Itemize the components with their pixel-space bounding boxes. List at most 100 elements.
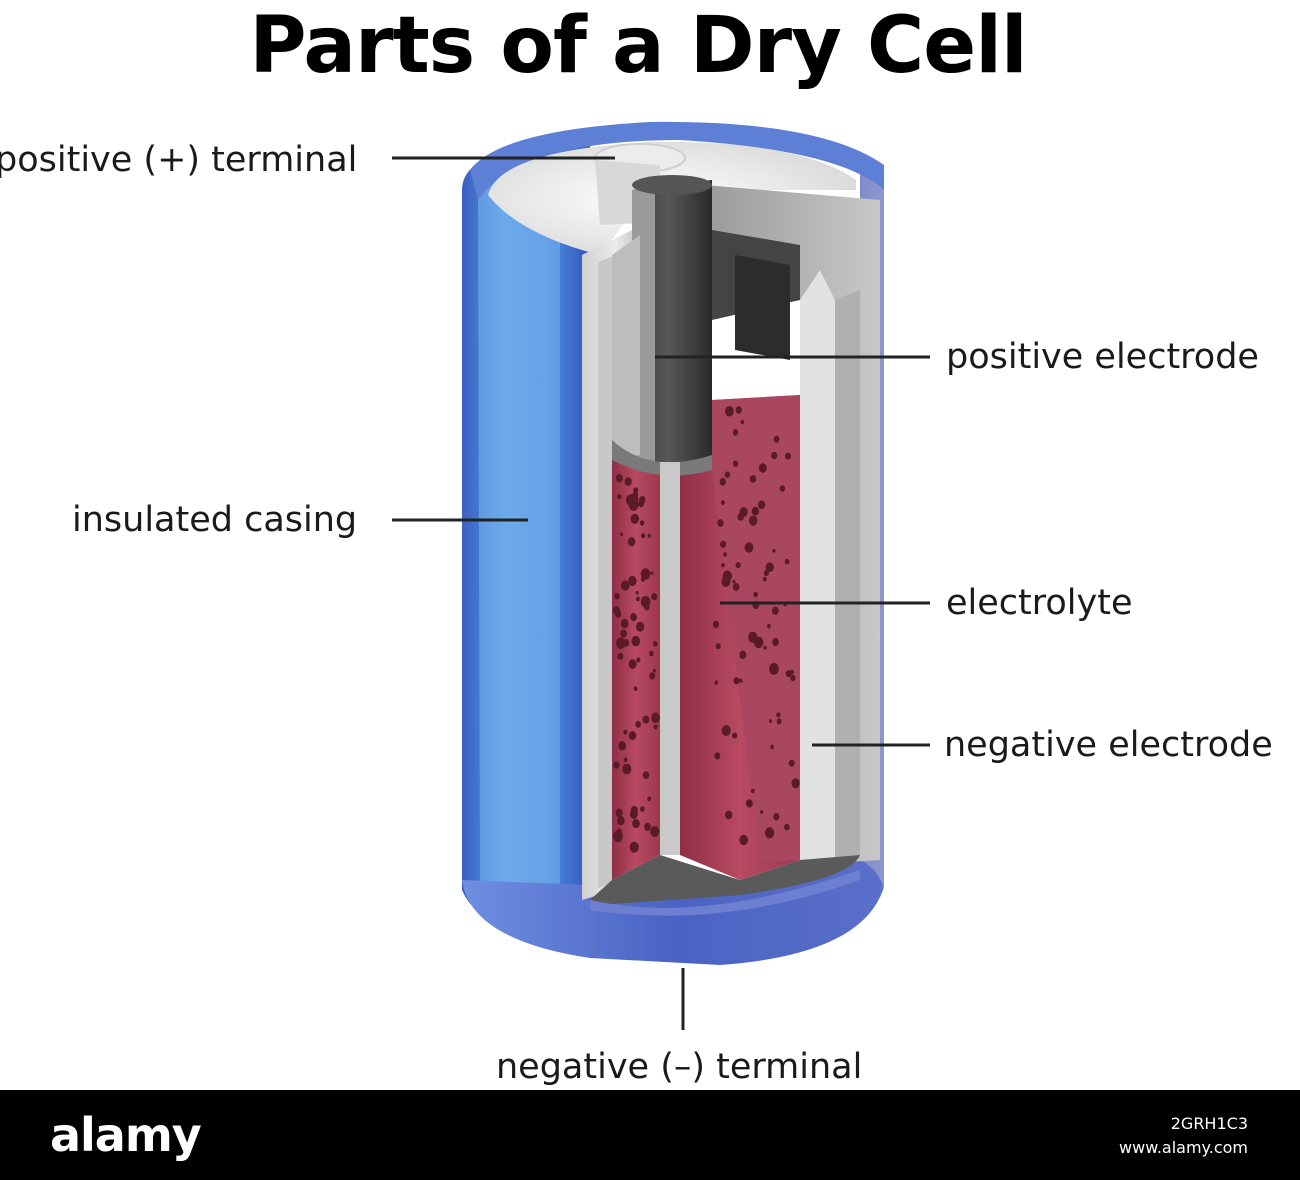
electrolyte-pore — [620, 532, 623, 536]
electrolyte-pore — [771, 451, 778, 460]
electrolyte-pore — [652, 668, 657, 673]
electrolyte-pore — [733, 460, 739, 467]
electrolyte-pore — [724, 471, 731, 478]
electrolyte-pore — [642, 771, 650, 779]
electrolyte-pore — [749, 475, 757, 483]
electrolyte-pore — [633, 686, 638, 691]
electrolyte-pore — [773, 813, 780, 821]
electrolyte-pore — [629, 841, 639, 853]
electrolyte-pore — [617, 494, 622, 500]
electrolyte-pore — [791, 778, 800, 789]
electrolyte-pore — [650, 571, 654, 575]
electrolyte-pore — [623, 729, 628, 735]
electrolyte-pore — [732, 583, 740, 591]
electrolyte-pore — [617, 652, 624, 660]
electrolyte-pore — [651, 593, 658, 601]
electrolyte-pore — [763, 576, 767, 582]
electrolyte-pore — [725, 810, 733, 820]
electrolyte-pore — [653, 724, 658, 730]
electrolyte-pore — [760, 810, 764, 814]
electrolyte-pore — [721, 563, 725, 568]
electrolyte-pore — [631, 638, 637, 645]
electrolyte-pore — [722, 570, 732, 582]
electrolyte-pore — [638, 500, 644, 508]
electrolyte-pore — [620, 629, 627, 638]
electrolyte-pore — [725, 406, 734, 417]
electrolyte-pore — [732, 429, 739, 436]
electrolyte-pore — [640, 568, 651, 580]
electrolyte-pore — [737, 512, 744, 521]
electrolyte-pore — [640, 533, 646, 539]
electrolyte-pore — [784, 823, 790, 831]
electrolyte-pore — [732, 579, 736, 584]
label-positive-electrode: positive electrode — [946, 337, 1259, 377]
electrolyte-pore — [628, 731, 637, 741]
electrolyte-pore — [623, 757, 628, 763]
electrolyte-pore — [784, 558, 790, 565]
label-negative-terminal: negative (–) terminal — [496, 1047, 863, 1087]
electrolyte-pore — [620, 580, 630, 591]
electrolyte-pore — [732, 732, 738, 739]
electrolyte-pore — [632, 818, 640, 829]
electrolyte-pore — [789, 669, 794, 675]
electrolyte-pore — [739, 650, 747, 659]
electrolyte-pore — [779, 485, 786, 492]
electrolyte-pore — [776, 718, 782, 725]
electrolyte-pore — [644, 822, 651, 831]
electrolyte-pore — [769, 663, 779, 675]
electrolyte-pore — [758, 463, 767, 473]
electrolyte-pore — [751, 506, 760, 516]
electrolyte-pore — [735, 562, 741, 569]
cell-bottom-floor — [590, 855, 860, 916]
image-id: 2GRH1C3 — [1170, 1114, 1248, 1133]
site-url: www.alamy.com — [1119, 1138, 1248, 1157]
electrolyte-pore — [749, 515, 758, 526]
label-insulated-casing: insulated casing — [72, 500, 358, 540]
electrolyte-pore — [618, 741, 627, 751]
electrolyte-pore — [628, 575, 637, 587]
electrolyte-pore — [739, 678, 743, 683]
electrolyte-pore — [788, 759, 795, 767]
electrolyte-pore — [613, 761, 620, 769]
electrolyte-shape — [612, 395, 800, 880]
electrolyte-pore — [744, 542, 754, 553]
electrolyte-pore — [617, 816, 625, 826]
electrolyte-pore — [615, 610, 622, 618]
electrolyte-pore — [758, 500, 766, 510]
electrolyte-pore — [615, 474, 623, 483]
electrolyte-pore — [763, 645, 767, 650]
electrolyte-pore — [615, 808, 623, 818]
electrolyte-pore — [614, 592, 620, 600]
electrolyte-pore — [750, 788, 755, 794]
electrolyte-pore — [647, 796, 652, 802]
electrolyte-pore — [712, 620, 720, 629]
electrolyte-pore — [771, 606, 779, 615]
electrolyte-pore — [765, 562, 774, 573]
electrolyte-pore — [767, 624, 771, 629]
dry-cell-diagram — [392, 121, 930, 1030]
electrolyte-pore — [616, 828, 622, 834]
electrolyte-pore — [616, 637, 626, 649]
electrolyte-pore — [628, 659, 637, 669]
electrolyte-pore — [653, 641, 658, 647]
electrolyte-pore — [740, 420, 745, 425]
electrolyte-pore — [717, 519, 724, 527]
label-negative-electrode: negative electrode — [944, 725, 1273, 765]
electrolyte-pore — [772, 638, 779, 646]
electrolyte-pore — [733, 677, 740, 685]
electrolyte-pore — [776, 712, 781, 718]
electrolyte-pore — [651, 712, 660, 723]
positive-electrode-shape — [612, 175, 712, 855]
electrolyte-pore — [715, 643, 721, 650]
electrolyte-pore — [748, 631, 758, 643]
electrolyte-pore — [720, 500, 725, 505]
electrolyte-pore — [765, 827, 775, 839]
electrolyte-pore — [620, 618, 629, 629]
diagram-title: Parts of a Dry Cell — [249, 1, 1027, 91]
electrolyte-pore — [640, 806, 645, 812]
electrolyte-pore — [723, 552, 727, 557]
electrolyte-pore — [622, 763, 632, 775]
electrolyte-pore — [628, 493, 639, 506]
electrolyte-pore — [739, 834, 749, 846]
electrolyte-pores — [612, 406, 800, 853]
